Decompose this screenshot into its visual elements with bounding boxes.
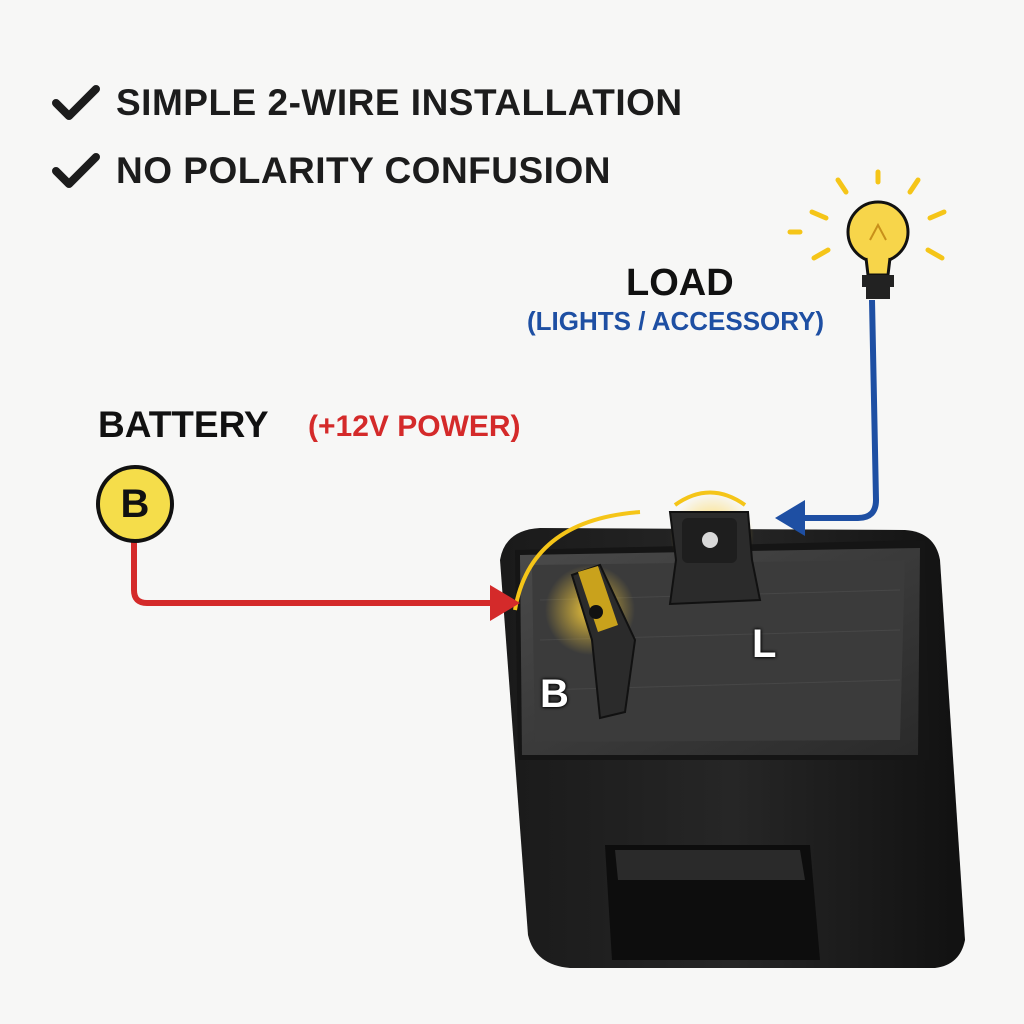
battery-voltage-label: (+12V POWER) bbox=[308, 410, 521, 443]
terminal-b-label: B bbox=[540, 672, 569, 716]
battery-arrow bbox=[490, 585, 520, 621]
check-icon bbox=[52, 153, 100, 188]
battery-highlight-arc bbox=[513, 510, 641, 611]
load-highlight-arc bbox=[673, 490, 747, 507]
feature-text: SIMPLE 2-WIRE INSTALLATION bbox=[116, 82, 683, 123]
feature-text: NO POLARITY CONFUSION bbox=[116, 150, 611, 191]
load-arrow bbox=[775, 500, 805, 536]
light-bulb-icon bbox=[787, 169, 947, 299]
load-description-label: (LIGHTS / ACCESSORY) bbox=[527, 306, 825, 336]
load-wire bbox=[805, 299, 880, 521]
feature-item-polarity: NO POLARITY CONFUSION bbox=[52, 150, 611, 192]
load-label: LOAD bbox=[626, 262, 734, 304]
feature-item-installation: SIMPLE 2-WIRE INSTALLATION bbox=[52, 82, 683, 124]
battery-wire bbox=[131, 540, 490, 606]
battery-badge: B bbox=[96, 465, 174, 543]
battery-label: BATTERY bbox=[98, 404, 269, 445]
terminal-l-label: L bbox=[752, 622, 777, 666]
terminal-b-blade bbox=[570, 563, 637, 720]
terminal-l-blade bbox=[668, 511, 762, 606]
check-icon bbox=[52, 85, 100, 120]
